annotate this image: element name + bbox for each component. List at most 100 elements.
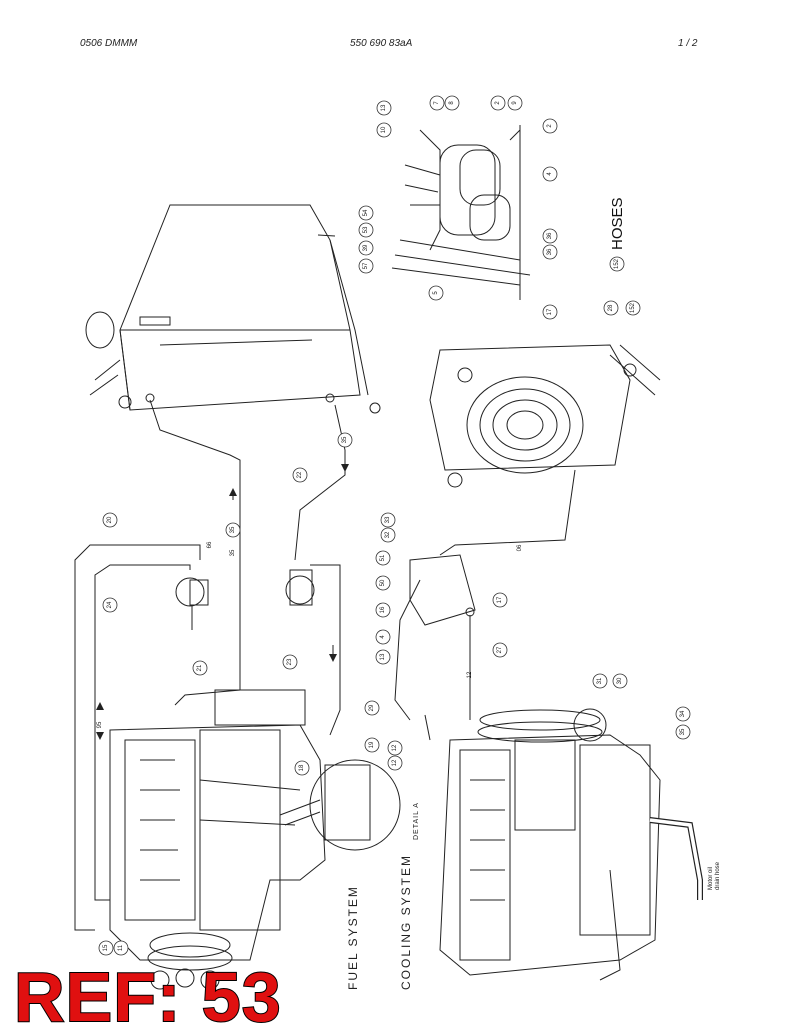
title-hoses: HOSES (609, 197, 626, 250)
callout-number: 10 (381, 126, 387, 133)
callout-number: 50 (380, 579, 386, 586)
callout-balloon: 35 (675, 724, 691, 740)
callout-number: 23 (287, 658, 293, 665)
callout-balloon: 10 (376, 122, 392, 138)
callout-balloon: 18 (294, 760, 310, 776)
callout-number: 13 (380, 653, 386, 660)
header-page-number: 1 / 2 (678, 38, 698, 49)
callout-number: 35 (230, 549, 236, 556)
callout-balloon: 152 (609, 256, 625, 272)
callout-number: 53 (363, 226, 369, 233)
cooling-hoses (394, 469, 576, 741)
callout-number: 4 (547, 172, 553, 176)
callout-balloon: 33 (380, 512, 396, 528)
callout-balloon: 95 (97, 721, 103, 728)
callout-balloon: 34 (675, 706, 691, 722)
fuel-tank (85, 204, 381, 414)
callout-number: 12 (392, 744, 398, 751)
callout-balloon: 27 (492, 642, 508, 658)
callout-balloon: 11 (113, 940, 129, 956)
callout-number: 36 (547, 248, 553, 255)
callout-balloon: 12 (467, 671, 473, 678)
callout-number: 33 (385, 516, 391, 523)
callout-number: 24 (107, 601, 113, 608)
callout-number: 35 (230, 526, 236, 533)
callout-number: 29 (369, 704, 375, 711)
callout-balloon: 57 (358, 258, 374, 274)
header-doc-code: 0506 DMMM (80, 38, 138, 49)
callout-number: 16 (380, 606, 386, 613)
callout-number: 15 (103, 944, 109, 951)
callout-balloon: 17 (492, 592, 508, 608)
engine-cooling-view (439, 708, 661, 981)
callout-number: 8 (449, 101, 455, 105)
callout-balloon: 35 (230, 549, 236, 556)
callout-number: 27 (497, 646, 503, 653)
motor-oil-note: Motor oildrain hose (708, 861, 721, 890)
callout-balloon: 4 (542, 166, 558, 182)
callout-balloon: 7 (429, 95, 445, 111)
fuel-filters (175, 569, 315, 630)
callout-balloon: 19 (364, 737, 380, 753)
callout-balloon: 66 (207, 541, 213, 548)
callout-balloon: 29 (364, 700, 380, 716)
callout-balloon: 24 (102, 597, 118, 613)
callout-number: 13 (381, 104, 387, 111)
callout-number: 35 (342, 436, 348, 443)
flow-arrows (96, 464, 349, 740)
callout-balloon: 152 (625, 300, 641, 316)
callout-number: 06 (517, 544, 523, 551)
callout-number: 31 (597, 677, 603, 684)
header-part-number: 550 690 83aA (350, 38, 413, 49)
expansion-tank (409, 554, 476, 626)
callout-balloon: 2 (542, 118, 558, 134)
callout-balloon: 13 (376, 100, 392, 116)
callout-balloon: 06 (517, 544, 523, 551)
callout-number: 34 (680, 710, 686, 717)
callout-balloon: 22 (292, 467, 308, 483)
oil-drain-hose (649, 817, 703, 900)
callout-number: 2 (547, 124, 553, 128)
callout-balloon: 35 (337, 432, 353, 448)
callout-balloon: 23 (282, 654, 298, 670)
callout-balloon: 36 (542, 244, 558, 260)
callout-number: 57 (363, 262, 369, 269)
callout-balloon: 39 (358, 240, 374, 256)
radiator (429, 344, 661, 488)
callout-balloon: 31 (592, 673, 608, 689)
callout-balloon: 30 (612, 673, 628, 689)
hose-assembly-detail (391, 125, 531, 300)
callout-balloon: 20 (102, 512, 118, 528)
callout-balloon: 36 (542, 228, 558, 244)
callout-number: 7 (434, 101, 440, 105)
callout-number: 2 (495, 101, 501, 105)
callout-number: 28 (608, 304, 614, 311)
callout-number: 152 (630, 302, 636, 313)
callout-balloon: 50 (375, 575, 391, 591)
callout-number: 9 (512, 101, 518, 105)
callout-number: 54 (363, 209, 369, 216)
callout-balloon: 9 (507, 95, 523, 111)
callout-balloon: 17 (542, 304, 558, 320)
callout-number: 12 (392, 759, 398, 766)
callout-balloon: 53 (358, 222, 374, 238)
callout-balloon: 21 (192, 660, 208, 676)
callout-number: 30 (617, 677, 623, 684)
callout-balloon: 12 (387, 740, 403, 756)
callout-number: 20 (107, 516, 113, 523)
callout-number: 39 (363, 244, 369, 251)
callout-balloon: 54 (358, 205, 374, 221)
callout-balloon: 15 (98, 940, 114, 956)
callout-balloon: 51 (375, 550, 391, 566)
callout-balloon: 28 (603, 300, 619, 316)
callout-number: 4 (380, 635, 386, 639)
engine-fuel-view (109, 689, 326, 990)
callout-number: 11 (118, 944, 124, 951)
callout-balloon: 35 (225, 522, 241, 538)
callout-number: 5 (433, 291, 439, 295)
callout-number: 66 (207, 541, 213, 548)
callout-balloon: 8 (444, 95, 460, 111)
callout-number: 21 (197, 664, 203, 671)
callout-number: 152 (614, 258, 620, 269)
